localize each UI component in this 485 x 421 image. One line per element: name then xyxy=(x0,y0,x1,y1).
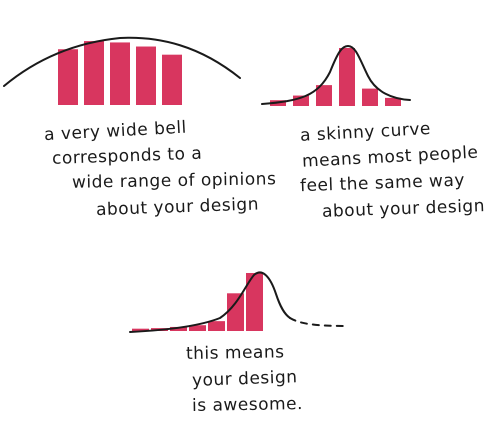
awesome-curve-dashed-tail xyxy=(289,317,347,327)
caption-line: your design xyxy=(191,367,298,391)
skinny-curve-caption: a skinny curve means most people feel th… xyxy=(300,118,485,222)
wide-bell-curve xyxy=(3,36,241,87)
awesome-skewed-curve xyxy=(129,271,291,333)
bar xyxy=(136,46,156,105)
wide-bell-bars xyxy=(58,41,182,105)
skinny-bell-curve xyxy=(261,44,411,105)
bar xyxy=(362,88,378,106)
bar xyxy=(385,97,401,106)
caption-line: about your design xyxy=(95,194,260,221)
bar xyxy=(208,321,225,331)
bar xyxy=(246,273,263,331)
bar xyxy=(189,325,206,331)
awesome-caption: this means your design is awesome. xyxy=(186,340,303,418)
bar xyxy=(339,48,355,106)
bar xyxy=(58,49,78,105)
bar xyxy=(110,42,130,105)
awesome-skewed-bars xyxy=(132,273,263,331)
bar xyxy=(84,41,104,105)
wide-bell-caption: a very wide bell corresponds to a wide r… xyxy=(32,116,277,221)
bar xyxy=(170,326,187,331)
bar xyxy=(132,328,149,331)
caption-line: is awesome. xyxy=(191,394,304,416)
caption-line: about your design xyxy=(321,196,485,222)
caption-line: this means xyxy=(185,342,285,365)
bar xyxy=(227,293,244,331)
skinny-curve-bars xyxy=(270,48,401,106)
bar xyxy=(293,95,309,106)
bar xyxy=(316,85,332,106)
bar xyxy=(162,54,182,105)
